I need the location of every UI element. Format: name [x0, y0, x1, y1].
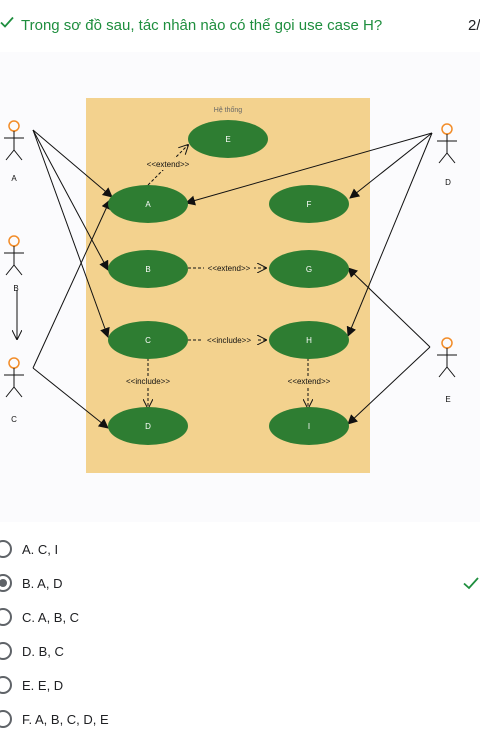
relation-label-extend-ae: <<extend>>: [147, 160, 190, 169]
relation-label-include-cd: <<include>>: [126, 377, 170, 386]
option-c[interactable]: C. A, B, C: [0, 600, 480, 634]
actor-b-label: B: [13, 284, 18, 293]
usecase-c: C: [108, 321, 188, 359]
radio-button[interactable]: [0, 676, 12, 694]
actor-a-label: A: [11, 174, 17, 183]
option-label: B. A, D: [22, 576, 63, 591]
actor-a-head: [8, 120, 20, 132]
actor-c: C: [4, 357, 24, 424]
actor-c-label: C: [11, 415, 17, 424]
actor-e: E: [437, 337, 457, 404]
relation-label-extend-hi: <<extend>>: [288, 377, 331, 386]
option-label: A. C, I: [22, 542, 59, 557]
option-e[interactable]: E. E, D: [0, 668, 480, 702]
usecase-g: G: [269, 250, 349, 288]
actor-e-label: E: [445, 395, 450, 404]
correct-check-icon: [463, 577, 479, 590]
usecase-f: F: [269, 185, 349, 223]
actor-d: D: [437, 123, 457, 187]
usecase-g-label: G: [306, 265, 312, 274]
actor-d-label: D: [445, 178, 451, 187]
option-d[interactable]: D. B, C: [0, 634, 480, 668]
usecase-i: I: [269, 407, 349, 445]
actor-a: A: [4, 120, 24, 183]
option-label: D. B, C: [22, 644, 64, 659]
option-label: E. E, D: [22, 678, 64, 693]
usecase-b-label: B: [145, 265, 150, 274]
system-label: Hệ thống: [214, 105, 243, 114]
question-text: Trong sơ đồ sau, tác nhân nào có thể gọi…: [21, 17, 383, 34]
option-label: C. A, B, C: [22, 610, 80, 625]
option-label: F. A, B, C, D, E: [22, 712, 109, 727]
usecase-f-label: F: [307, 200, 312, 209]
relation-label-include-ch: <<include>>: [207, 336, 251, 345]
usecase-a: A: [108, 185, 188, 223]
usecase-a-label: A: [145, 200, 151, 209]
use-case-diagram: Hệ thống <<extend>> <<extend>> <<include…: [0, 52, 480, 522]
relation-label-extend-bg: <<extend>>: [208, 264, 251, 273]
option-a[interactable]: A. C, I: [0, 532, 480, 566]
question-header: Trong sơ đồ sau, tác nhân nào có thể gọi…: [0, 0, 480, 52]
usecase-e-label: E: [225, 135, 230, 144]
option-f[interactable]: F. A, B, C, D, E: [0, 702, 480, 736]
check-icon: [0, 16, 14, 28]
usecase-c-label: C: [145, 336, 151, 345]
actor-b: B: [4, 235, 24, 293]
radio-button[interactable]: [0, 608, 12, 626]
usecase-h: H: [269, 321, 349, 359]
radio-button-selected[interactable]: [0, 574, 12, 592]
usecase-b: B: [108, 250, 188, 288]
radio-button[interactable]: [0, 642, 12, 660]
radio-button[interactable]: [0, 710, 12, 728]
usecase-i-label: I: [308, 422, 310, 431]
radio-button[interactable]: [0, 540, 12, 558]
usecase-e: E: [188, 120, 268, 158]
usecase-d: D: [108, 407, 188, 445]
usecase-d-label: D: [145, 422, 151, 431]
option-b[interactable]: B. A, D: [0, 566, 480, 600]
usecase-h-label: H: [306, 336, 312, 345]
question-points: 2/: [468, 17, 480, 34]
